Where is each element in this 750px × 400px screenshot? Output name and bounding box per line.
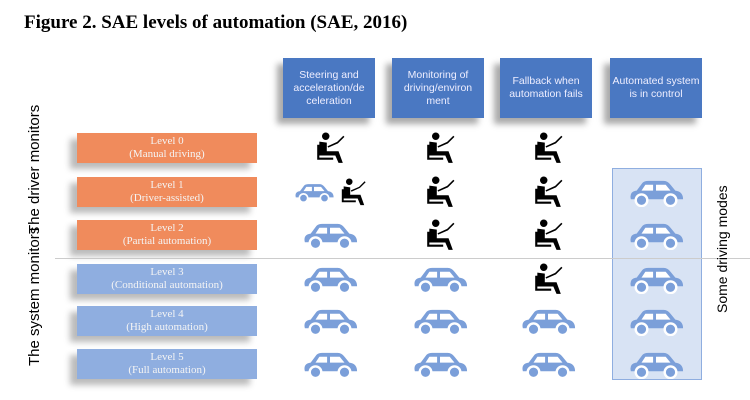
- matrix-cell: [611, 217, 701, 253]
- driver-icon: [535, 132, 563, 163]
- level-name: Level 2: [150, 222, 184, 234]
- car-icon: [304, 223, 358, 250]
- car-icon: [522, 352, 576, 379]
- driver-icon: [427, 219, 455, 250]
- matrix-cell: [395, 130, 485, 166]
- driver-icon: [427, 132, 455, 163]
- driver-icon: [535, 219, 563, 250]
- level-box: Level 2(Partial automation): [77, 220, 257, 250]
- matrix-cell: [611, 261, 701, 297]
- matrix-cell: [395, 346, 485, 382]
- figure-title: Figure 2. SAE levels of automation (SAE,…: [24, 12, 408, 33]
- car-icon: [295, 183, 334, 203]
- car-icon: [630, 223, 684, 250]
- level-desc: (High automation): [126, 321, 208, 333]
- matrix-cell: [395, 174, 485, 210]
- level-name: Level 0: [150, 135, 184, 147]
- driver-icon: [535, 263, 563, 294]
- group-label-driver: The driver monitors: [26, 104, 43, 234]
- car-icon: [304, 352, 358, 379]
- driver-icon: [341, 178, 366, 206]
- matrix-cell: [285, 217, 375, 253]
- matrix-cell: [503, 303, 593, 339]
- car-icon: [522, 309, 576, 336]
- level-box: Level 4(High automation): [77, 306, 257, 336]
- level-desc: (Conditional automation): [111, 279, 223, 291]
- matrix-cell: [395, 303, 485, 339]
- column-header: Monitoring of driving/environ ment: [392, 58, 484, 118]
- column-header: Automated system is in control: [610, 58, 702, 118]
- car-icon: [630, 267, 684, 294]
- level-box: Level 1(Driver-assisted): [77, 177, 257, 207]
- matrix-cell: [503, 130, 593, 166]
- column-header: Fallback when automation fails: [500, 58, 592, 118]
- matrix-cell: [611, 303, 701, 339]
- group-label-system: The system monitors: [26, 226, 43, 366]
- level-box: Level 5(Full automation): [77, 349, 257, 379]
- car-icon: [414, 352, 468, 379]
- matrix-cell: [503, 261, 593, 297]
- column-header: Steering and acceleration/de celeration: [283, 58, 375, 118]
- group-separator: [55, 258, 750, 259]
- car-icon: [630, 352, 684, 379]
- car-icon: [414, 267, 468, 294]
- driver-icon: [427, 176, 455, 207]
- car-icon: [304, 309, 358, 336]
- matrix-cell: [503, 217, 593, 253]
- level-name: Level 4: [150, 308, 184, 320]
- level-desc: (Full automation): [128, 364, 206, 376]
- matrix-cell: [503, 174, 593, 210]
- matrix-cell: [503, 346, 593, 382]
- level-name: Level 5: [150, 351, 184, 363]
- matrix-cell: [285, 174, 375, 210]
- matrix-cell: [395, 261, 485, 297]
- car-icon: [304, 267, 358, 294]
- driver-icon: [535, 176, 563, 207]
- car-icon: [630, 180, 684, 207]
- level-name: Level 3: [150, 266, 184, 278]
- level-box: Level 3(Conditional automation): [77, 264, 257, 294]
- matrix-cell: [285, 261, 375, 297]
- matrix-cell: [285, 346, 375, 382]
- matrix-cell: [285, 130, 375, 166]
- matrix-cell: [611, 174, 701, 210]
- driver-icon: [317, 132, 345, 163]
- matrix-cell: [285, 303, 375, 339]
- level-desc: (Driver-assisted): [130, 192, 204, 204]
- level-name: Level 1: [150, 179, 184, 191]
- car-icon: [414, 309, 468, 336]
- level-desc: (Manual driving): [129, 148, 205, 160]
- side-label: Some driving modes: [714, 185, 730, 313]
- level-box: Level 0(Manual driving): [77, 133, 257, 163]
- matrix-cell: [395, 217, 485, 253]
- matrix-cell: [611, 346, 701, 382]
- level-desc: (Partial automation): [122, 235, 212, 247]
- car-icon: [630, 309, 684, 336]
